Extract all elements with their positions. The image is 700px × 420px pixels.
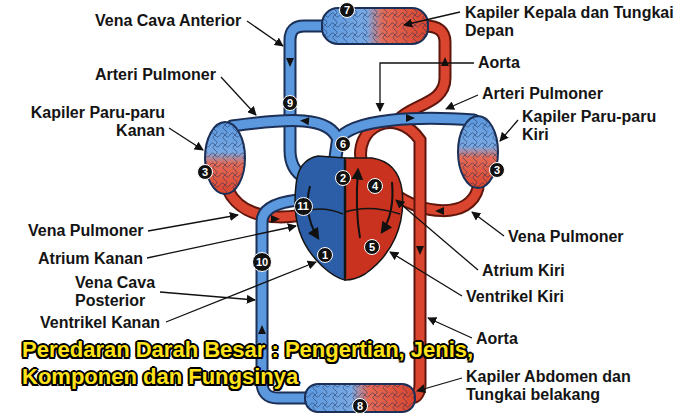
callout-number: 10 [252,252,272,272]
part-label: Kapiler Abdomen dan Tungkai belakang [466,368,666,404]
callout-text: 5 [369,242,375,253]
part-label: Kapiler Paru-paru Kanan [5,104,165,140]
part-label: Kapiler Paru-paru Kiri [522,108,672,144]
callout-number: 11 [294,197,313,216]
callout-number: 1 [317,247,333,263]
callout-text: 2 [340,173,346,184]
callout-text: 9 [287,98,293,109]
callout-number: 4 [367,178,383,194]
callout-number: 3 [489,162,505,178]
heart [295,156,403,280]
callout-text: 11 [297,201,309,212]
part-label: Arteri Pulmoner [482,85,603,103]
part-label: Vena Pulmoner [28,222,144,240]
part-label: Ventrikel Kiri [466,288,564,306]
part-label: Vena Pulmoner [508,228,624,246]
callout-text: 3 [494,165,500,176]
part-label: Kapiler Kepala dan Tungkai Depan [465,4,690,40]
part-label: Vena Cava Anterior [95,12,241,30]
part-label: Atrium Kiri [482,262,565,280]
part-label: Ventrikel Kanan [40,314,160,332]
flow-arrows [258,57,449,334]
callout-text: 1 [322,250,328,261]
part-label: Aorta [476,330,518,348]
callout-text: 10 [256,257,268,268]
callout-number: 5 [364,239,380,255]
callout-number: 9 [282,95,298,111]
callout-number: 6 [335,136,351,152]
part-label: Atrium Kanan [38,250,143,268]
part-label: Vena Cava Posterior [75,274,195,310]
callout-number: 2 [335,170,351,186]
part-label: Arteri Pulmoner [95,66,216,84]
callout-number: 3 [197,164,213,180]
callout-number: 8 [352,398,368,414]
callout-text: 7 [344,5,350,16]
caption: Peredaran Darah Besar : Pengertian, Jeni… [22,336,502,390]
part-label: Aorta [478,54,520,72]
callout-text: 3 [202,167,208,178]
callout-text: 4 [372,181,378,192]
callout-text: 6 [340,139,346,150]
callout-text: 8 [357,401,363,412]
callout-number: 7 [339,2,355,18]
